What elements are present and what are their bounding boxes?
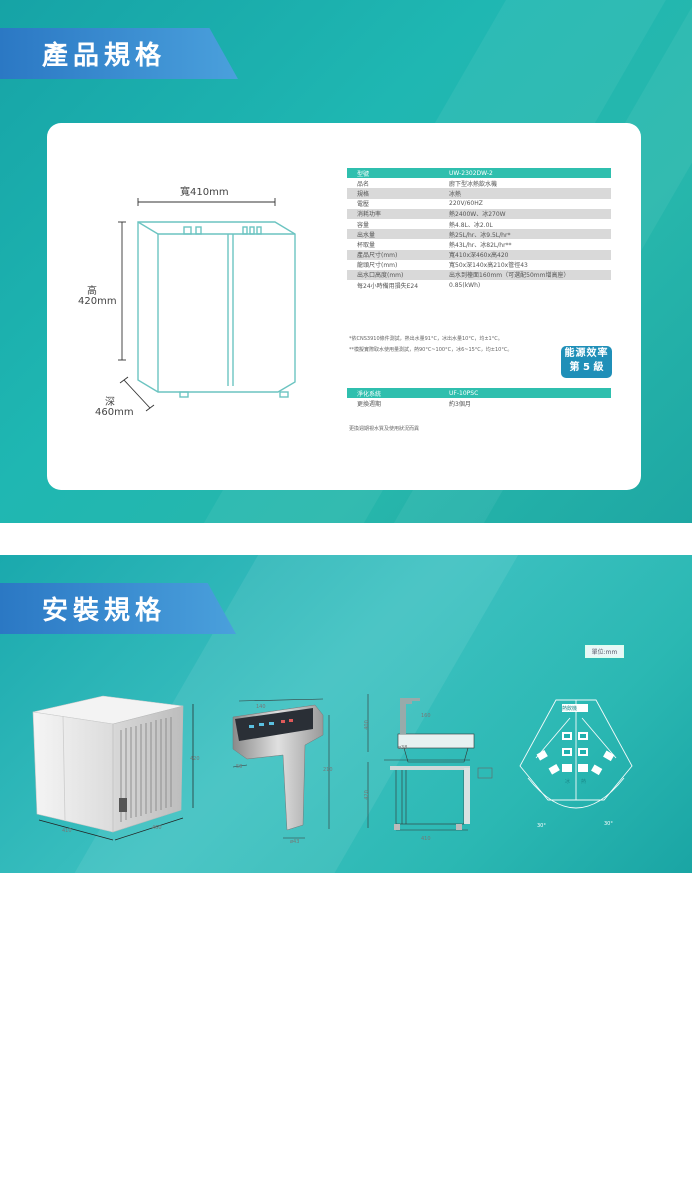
spec-key: 龍頭尺寸(mm) [357, 262, 398, 270]
dim-420: 420 [190, 756, 200, 762]
product-outline-drawing [118, 198, 296, 412]
sink-install-diagram [367, 694, 493, 831]
spec-value: 熱2400W、冰270W [449, 211, 506, 219]
spec-row: 出水口高度(mm) 出水到檯面160mm（可選配50mm增高座） [347, 269, 611, 281]
dim-140: 140 [256, 704, 266, 710]
spec-key: 產品尺寸(mm) [357, 252, 398, 260]
spec-key: 淨化系統 [357, 390, 382, 398]
spec-key: 容量 [357, 221, 370, 229]
spec-note-1: *依CNS3910條件測試，熱出水量91°C，冰出水量10°C，均±1°C。 [349, 336, 503, 342]
spec-row: 淨化系統 UF-10PSC [347, 388, 611, 399]
filter-note: 更換週期視水質及使用狀況而異 [349, 426, 420, 432]
spec-row: 產品尺寸(mm) 寬410x深460x高420 [347, 249, 611, 260]
height-value: 420mm [78, 296, 117, 307]
filter-table: 淨化系統 UF-10PSC 更換週期 約3個月 [347, 388, 611, 408]
angle-right: 30° [604, 821, 613, 827]
dim-460: 460 [152, 825, 162, 831]
dim-50: 50 [236, 764, 243, 770]
spec-value: UF-10PSC [449, 389, 479, 397]
spec-key: 杯取量 [357, 241, 376, 249]
install-unit-drawing [32, 695, 194, 841]
panel-key-hot: 熱 [581, 779, 587, 785]
spec-row: 型號 UW-2302DW-2 [347, 168, 611, 179]
spec-row: 規格 冰熱 [347, 188, 611, 199]
energy-line2: 第 5 級 [569, 362, 604, 373]
spec-row: 杯取量 熱43L/hr、冰82L/hr** [347, 239, 611, 249]
spec-value: 0.85(kWh) [449, 281, 481, 289]
spec-value: 220V/60HZ [449, 200, 483, 208]
spec-row: 品名 廚下型冰熱飲水機 [347, 178, 611, 188]
width-dimension: 寬410mm [180, 187, 229, 198]
spec-title-tab: 產品規格 [0, 28, 238, 79]
spec-key: 電壓 [357, 201, 370, 209]
install-title-tab: 安裝規格 [0, 583, 236, 634]
spec-key: 出水口高度(mm) [357, 272, 404, 280]
unit-label: 單位:mm [585, 645, 624, 658]
spec-row: 更換週期 約3個月 [347, 398, 611, 408]
depth-label: 深 [105, 397, 115, 408]
dim-210: 210 [323, 767, 333, 773]
dim-38: ø38 [398, 745, 408, 751]
spec-value: UW-2302DW-2 [449, 169, 493, 177]
spec-row: 每24小時備用損失E24 0.85(kWh) [347, 280, 611, 290]
spec-row: 出水量 熱25L/hr、冰9.5L/hr* [347, 229, 611, 240]
energy-efficiency-badge: 能源效率 第 5 級 [561, 346, 612, 378]
dim-420-side: 420 [363, 790, 370, 800]
spec-title: 產品規格 [42, 41, 167, 71]
spec-key: 出水量 [357, 231, 376, 239]
spec-value: 約3個月 [449, 400, 471, 408]
spec-key: 更換週期 [357, 400, 382, 408]
install-title: 安裝規格 [42, 596, 167, 626]
dim-43: ø43 [290, 839, 300, 845]
spec-value: 熱43L/hr、冰82L/hr** [449, 241, 512, 249]
spec-value: 出水到檯面160mm（可選配50mm增高座） [449, 272, 570, 280]
spec-key: 消耗功率 [357, 211, 382, 219]
energy-line1: 能源效率 [564, 348, 609, 359]
spec-row: 容量 熱4.8L、冰2.0L [347, 219, 611, 229]
spec-value: 寬50x深140x高210x管徑43 [449, 262, 528, 270]
spec-card [47, 123, 641, 490]
spec-row: 消耗功率 熱2400W、冰270W [347, 208, 611, 219]
dim-400: 400 [363, 720, 370, 730]
spec-note-2: **模擬實際取水使用量測試，熱90°C~100°C，冰6~15°C，均±10°C… [349, 347, 513, 353]
spec-value: 熱25L/hr、冰9.5L/hr* [449, 231, 511, 239]
dim-410-side: 410 [421, 836, 431, 842]
spec-key: 品名 [357, 180, 370, 188]
height-label: 高 [87, 286, 97, 297]
spec-value: 冰熱 [449, 190, 462, 198]
panel-rotation-diagram [519, 699, 633, 809]
panel-label: 熱飲機 [562, 706, 578, 712]
angle-left: 30° [537, 823, 546, 829]
spec-row: 電壓 220V/60HZ [347, 199, 611, 209]
panel-key-cold: 冰 [565, 779, 571, 785]
depth-value: 460mm [95, 407, 134, 418]
spec-value: 熱4.8L、冰2.0L [449, 221, 493, 229]
spec-value: 寬410x深460x高420 [449, 252, 509, 260]
spec-row: 龍頭尺寸(mm) 寬50x深140x高210x管徑43 [347, 260, 611, 270]
spec-value: 廚下型冰熱飲水機 [449, 180, 498, 188]
faucet-drawing [232, 698, 330, 839]
spec-key: 規格 [357, 190, 370, 198]
spec-key: 每24小時備用損失E24 [357, 282, 419, 290]
dim-410: 410 [62, 828, 72, 834]
dim-160: 160 [421, 713, 431, 719]
spec-key: 型號 [357, 170, 370, 178]
